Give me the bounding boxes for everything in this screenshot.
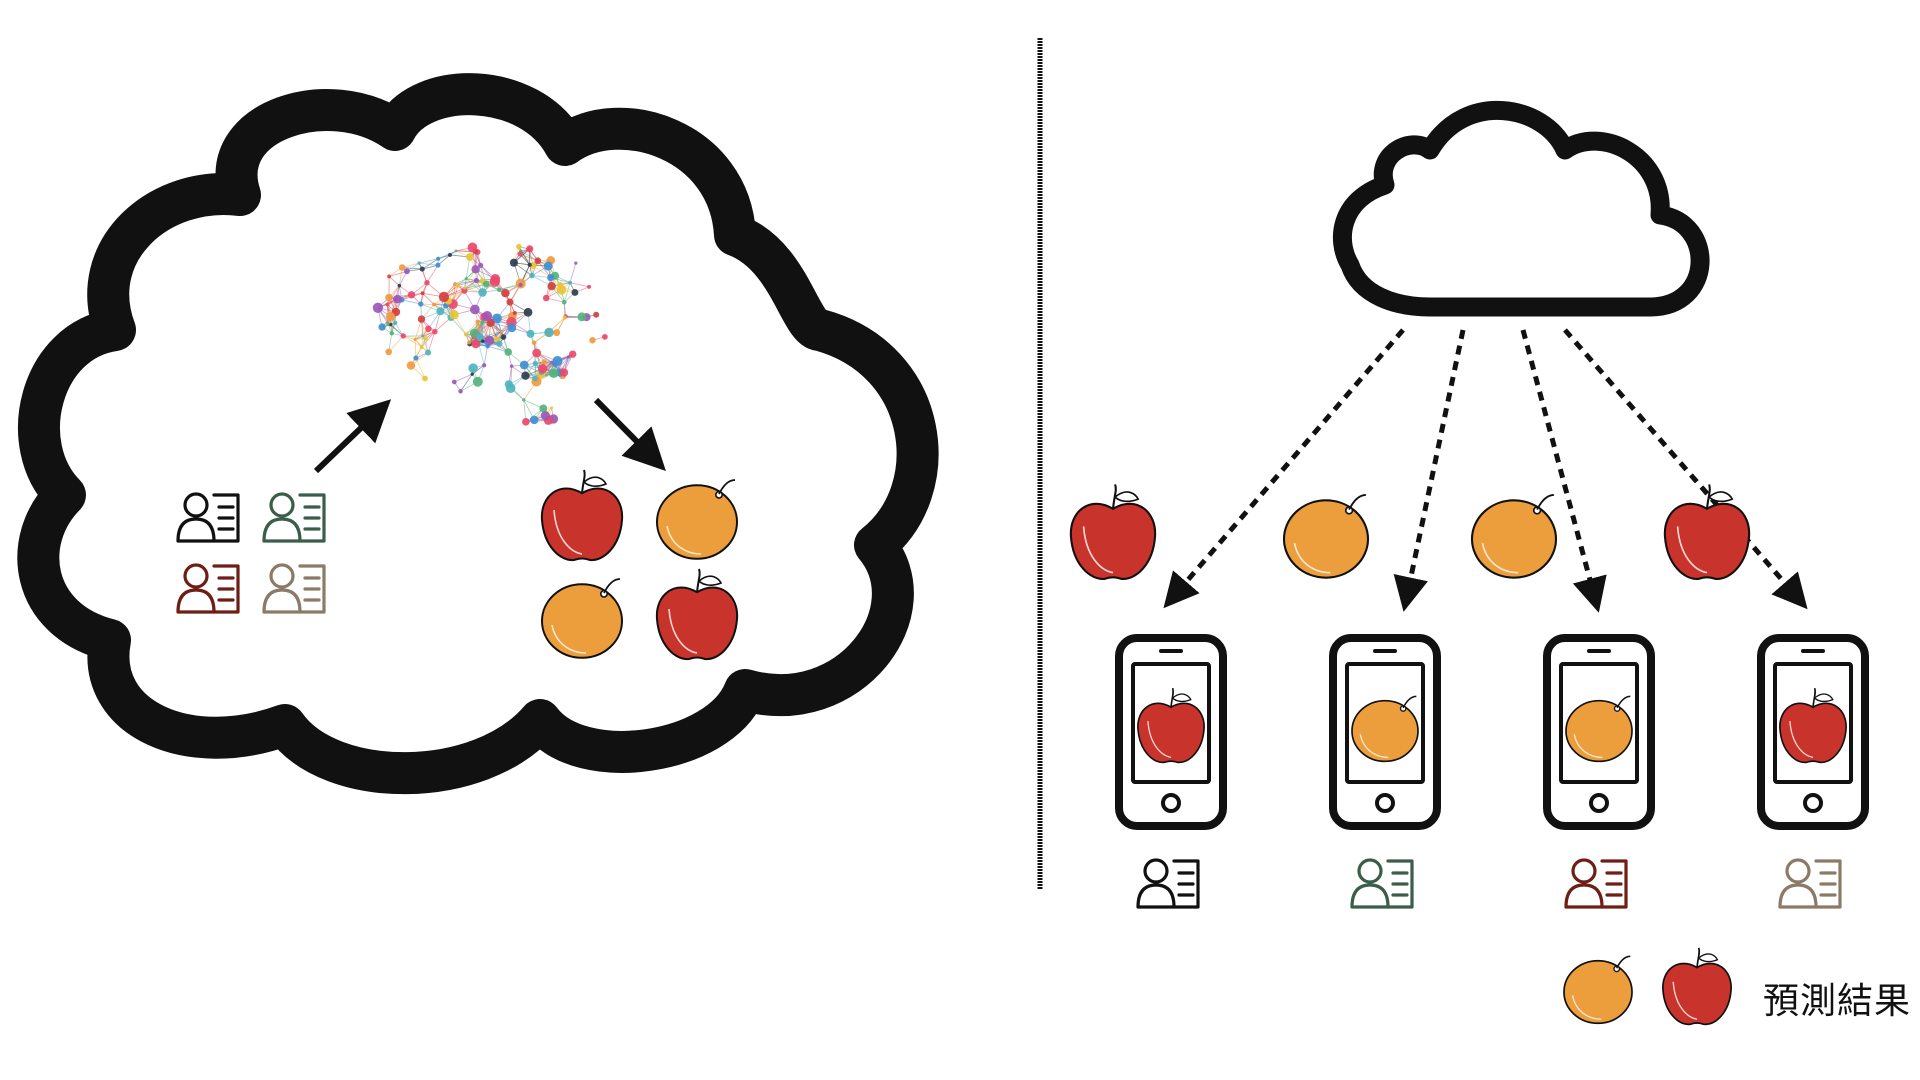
phone-icon <box>1115 634 1227 830</box>
user-profile-icon <box>1350 858 1414 909</box>
user-profile-icon <box>176 563 240 614</box>
phone-icon <box>1329 634 1441 830</box>
model-to-output-arrow <box>593 397 666 471</box>
training-users <box>176 492 326 614</box>
dashed-arrow-1 <box>1163 328 1405 609</box>
orange-icon <box>1351 695 1419 763</box>
apple-icon <box>1069 484 1157 580</box>
user-profile-icon <box>262 492 326 543</box>
prediction-fruits <box>1069 484 1751 580</box>
legend-icons <box>1563 947 1732 1026</box>
training-cloud <box>17 73 939 795</box>
dashed-arrow-2 <box>1393 329 1466 612</box>
apple-icon <box>1662 947 1732 1026</box>
phones <box>1115 634 1869 830</box>
apple-icon <box>1663 484 1751 580</box>
apple-icon <box>540 469 624 562</box>
model-output-fruits <box>540 469 739 661</box>
apple-icon <box>1137 687 1205 764</box>
orange-icon <box>656 479 738 560</box>
orange-icon <box>1565 695 1633 763</box>
orange-icon <box>541 578 623 659</box>
neural-network-brain-icon <box>372 242 608 426</box>
orange-icon <box>1563 955 1633 1025</box>
phone-icon <box>1757 634 1869 830</box>
user-profile-icon <box>262 563 326 614</box>
apple-icon <box>1779 687 1847 764</box>
input-to-model-arrow <box>313 399 392 474</box>
user-profile-icon <box>1564 858 1628 909</box>
user-profile-icon <box>1778 858 1842 909</box>
distribution-arrows <box>1163 328 1808 613</box>
device-users <box>1136 858 1842 909</box>
cloud-icon <box>1333 100 1710 317</box>
phone-icon <box>1543 634 1655 830</box>
dashed-arrow-4 <box>1563 328 1808 610</box>
legend-label: 預測結果 <box>1763 981 1912 1022</box>
user-profile-icon <box>176 492 240 543</box>
user-profile-icon <box>1136 858 1200 909</box>
orange-icon <box>1282 493 1370 579</box>
orange-icon <box>1470 493 1558 579</box>
apple-icon <box>655 568 739 661</box>
